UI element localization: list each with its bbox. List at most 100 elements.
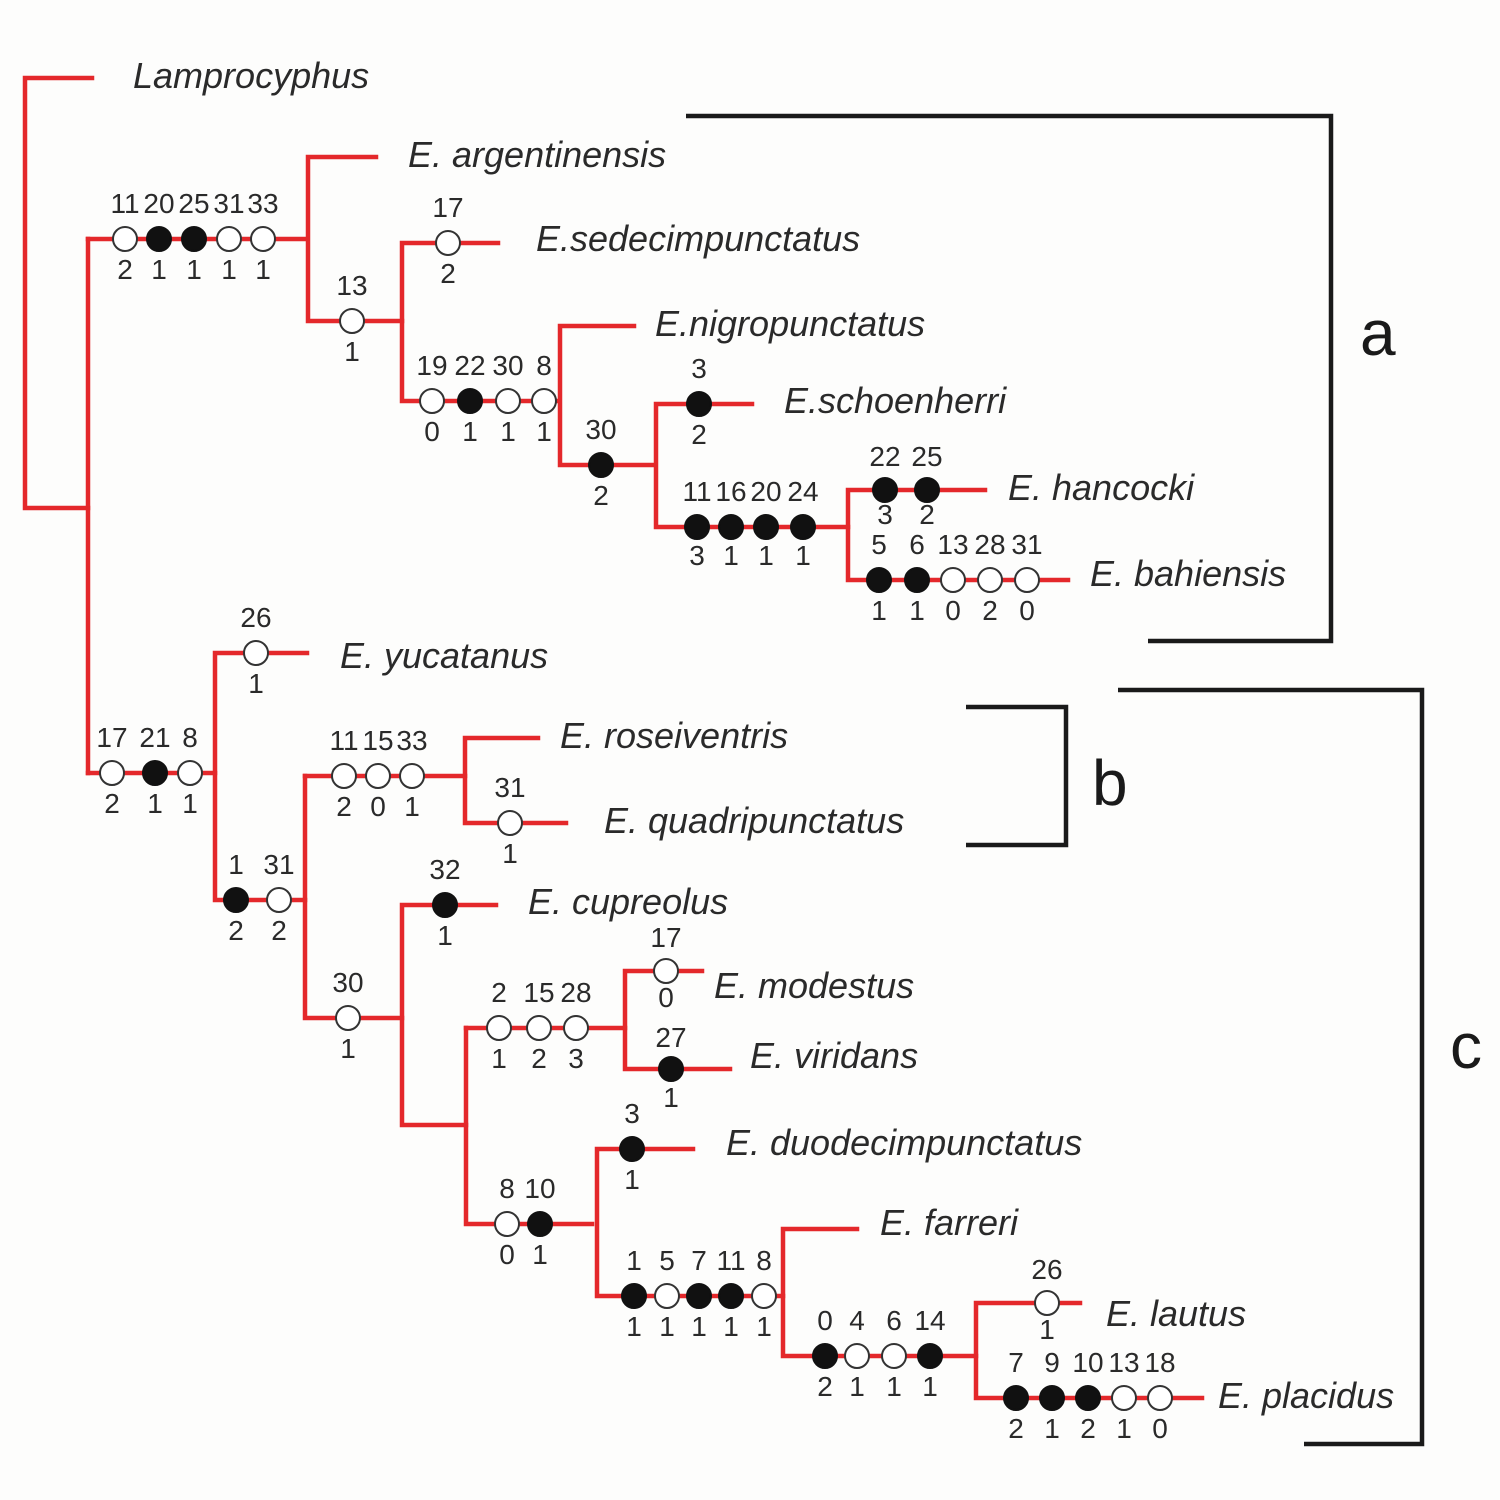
unique-change-marker bbox=[718, 514, 744, 540]
character-number: 31 bbox=[263, 849, 294, 880]
character-state: 1 bbox=[1044, 1413, 1060, 1444]
character-number: 26 bbox=[1031, 1254, 1062, 1285]
unique-change-marker bbox=[686, 391, 712, 417]
character-number: 30 bbox=[332, 967, 363, 998]
character-state: 1 bbox=[491, 1043, 507, 1074]
character-number: 30 bbox=[585, 414, 616, 445]
character-number: 25 bbox=[178, 188, 209, 219]
character-number: 13 bbox=[937, 529, 968, 560]
character-state: 2 bbox=[336, 791, 352, 822]
character-number: 18 bbox=[1144, 1347, 1175, 1378]
homoplastic-change-marker bbox=[881, 1343, 907, 1369]
character-number: 26 bbox=[240, 602, 271, 633]
unique-change-marker bbox=[619, 1136, 645, 1162]
character-number: 11 bbox=[716, 1245, 745, 1276]
character-number: 2 bbox=[491, 977, 507, 1008]
taxon-label: E. argentinensis bbox=[408, 134, 666, 175]
character-state: 2 bbox=[1008, 1413, 1024, 1444]
character-state: 2 bbox=[691, 419, 707, 450]
character-state: 0 bbox=[370, 791, 386, 822]
unique-change-marker bbox=[432, 892, 458, 918]
character-number: 11 bbox=[110, 188, 139, 219]
character-number: 33 bbox=[396, 725, 427, 756]
homoplastic-change-marker bbox=[99, 760, 125, 786]
homoplastic-change-marker bbox=[365, 763, 391, 789]
taxon-label: E.schoenherri bbox=[784, 380, 1007, 421]
character-number: 3 bbox=[624, 1098, 640, 1129]
unique-change-marker bbox=[718, 1283, 744, 1309]
character-state: 1 bbox=[500, 416, 516, 447]
character-state: 2 bbox=[817, 1371, 833, 1402]
unique-change-marker bbox=[527, 1211, 553, 1237]
character-state: 1 bbox=[536, 416, 552, 447]
character-number: 3 bbox=[691, 353, 707, 384]
unique-change-marker bbox=[1075, 1385, 1101, 1411]
character-state: 1 bbox=[344, 336, 360, 367]
taxon-label: E. viridans bbox=[750, 1035, 918, 1076]
character-number: 11 bbox=[682, 476, 711, 507]
homoplastic-change-marker bbox=[112, 226, 138, 252]
unique-change-marker bbox=[181, 226, 207, 252]
unique-change-marker bbox=[812, 1343, 838, 1369]
character-state: 1 bbox=[221, 254, 237, 285]
character-state: 2 bbox=[228, 915, 244, 946]
character-state: 1 bbox=[795, 540, 811, 571]
taxon-label: E. cupreolus bbox=[528, 881, 728, 922]
clade-label-a: a bbox=[1360, 297, 1396, 369]
character-number: 10 bbox=[524, 1173, 555, 1204]
unique-change-marker bbox=[917, 1343, 943, 1369]
character-number: 14 bbox=[914, 1305, 945, 1336]
taxon-label: E. duodecimpunctatus bbox=[726, 1122, 1082, 1163]
character-number: 7 bbox=[1008, 1347, 1024, 1378]
homoplastic-change-marker bbox=[1034, 1290, 1060, 1316]
character-number: 1 bbox=[228, 849, 244, 880]
character-state: 0 bbox=[499, 1239, 515, 1270]
character-number: 8 bbox=[756, 1245, 772, 1276]
character-number: 22 bbox=[454, 350, 485, 381]
character-state: 1 bbox=[909, 595, 925, 626]
node-1-31-split bbox=[302, 773, 405, 1021]
character-state: 2 bbox=[117, 254, 133, 285]
clade-b-bracket bbox=[966, 704, 1069, 848]
taxon-label: E. farreri bbox=[880, 1202, 1019, 1243]
homoplastic-change-marker bbox=[331, 763, 357, 789]
character-number: 8 bbox=[182, 722, 198, 753]
character-state: 1 bbox=[659, 1311, 675, 1342]
character-state: 1 bbox=[340, 1033, 356, 1064]
character-state: 1 bbox=[758, 540, 774, 571]
character-number: 6 bbox=[886, 1305, 902, 1336]
character-state: 1 bbox=[723, 540, 739, 571]
homoplastic-change-marker bbox=[844, 1343, 870, 1369]
character-number: 13 bbox=[336, 270, 367, 301]
character-number: 0 bbox=[817, 1305, 833, 1336]
character-state: 3 bbox=[689, 540, 705, 571]
farreri-split bbox=[780, 1226, 979, 1359]
character-state: 1 bbox=[871, 595, 887, 626]
character-number: 16 bbox=[715, 476, 746, 507]
character-number: 22 bbox=[869, 441, 900, 472]
homoplastic-change-marker bbox=[940, 567, 966, 593]
character-number: 17 bbox=[432, 192, 463, 223]
character-state: 2 bbox=[440, 258, 456, 289]
homoplastic-change-marker bbox=[335, 1005, 361, 1031]
clade-label-c: c bbox=[1450, 1010, 1482, 1082]
unique-change-marker bbox=[457, 388, 483, 414]
character-number: 27 bbox=[655, 1022, 686, 1053]
character-number: 17 bbox=[96, 722, 127, 753]
character-number: 21 bbox=[139, 722, 170, 753]
character-state: 2 bbox=[271, 915, 287, 946]
unique-change-marker bbox=[914, 477, 940, 503]
homoplastic-change-marker bbox=[497, 810, 523, 836]
schoenherri-split bbox=[653, 401, 851, 530]
taxon-label: E. roseiventris bbox=[560, 715, 788, 756]
character-state: 2 bbox=[982, 595, 998, 626]
character-number: 30 bbox=[492, 350, 523, 381]
character-state: 1 bbox=[756, 1311, 772, 1342]
homoplastic-change-marker bbox=[177, 760, 203, 786]
character-state: 2 bbox=[1080, 1413, 1096, 1444]
clade-a-bracket bbox=[686, 113, 1334, 644]
unique-change-marker bbox=[142, 760, 168, 786]
homoplastic-change-marker bbox=[339, 308, 365, 334]
